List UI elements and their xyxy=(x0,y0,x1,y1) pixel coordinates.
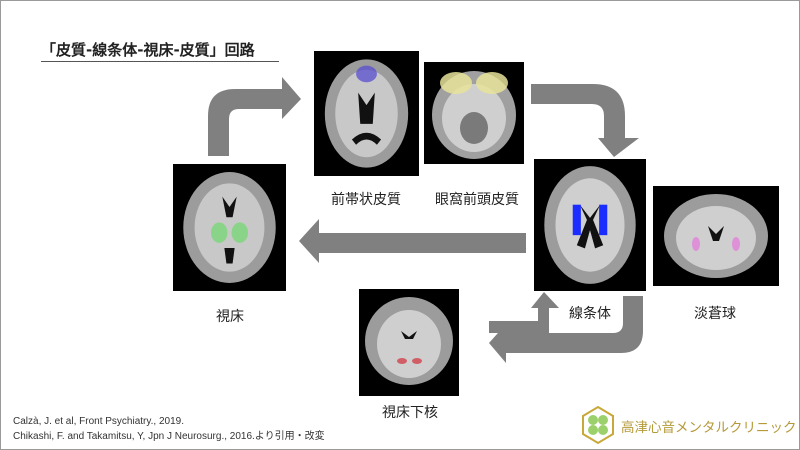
reference-2: Chikashi, F. and Takamitsu, Y, Jpn J Neu… xyxy=(13,431,325,442)
label-striatum: 線条体 xyxy=(569,306,611,322)
label-thalamus: 視床 xyxy=(216,309,244,325)
arrow-stn-to-striatum xyxy=(489,292,559,333)
brain-image-stn xyxy=(359,289,459,396)
arrow-striatum-to-stn xyxy=(489,296,643,363)
arrow-striatum-to-thalamus xyxy=(299,219,526,263)
label-acc: 前帯状皮質 xyxy=(331,192,401,208)
references: Calzà, J. et al, Front Psychiatry., 2019… xyxy=(13,414,325,444)
brain-image-ofc xyxy=(424,62,524,164)
clinic-name: 高津心音メンタルクリニック xyxy=(621,420,797,436)
clinic-logo: 高津心音メンタルクリニック xyxy=(581,405,797,445)
label-pallidum: 淡蒼球 xyxy=(694,306,736,322)
title-underline xyxy=(41,61,279,62)
brain-image-thalamus xyxy=(173,164,286,291)
arrow-thalamus-to-cortex xyxy=(208,77,301,156)
clover-hexagon-icon xyxy=(582,405,614,445)
reference-1: Calzà, J. et al, Front Psychiatry., 2019… xyxy=(13,416,184,427)
brain-image-striatum xyxy=(534,159,646,291)
label-stn: 視床下核 xyxy=(382,405,438,421)
arrow-cortex-to-striatum xyxy=(531,84,639,157)
label-ofc: 眼窩前頭皮質 xyxy=(435,192,519,208)
page-title: 「皮質-線条体-視床-皮質」回路 xyxy=(41,41,255,59)
brain-image-acc xyxy=(314,51,419,176)
brain-image-pallidum xyxy=(653,186,779,286)
